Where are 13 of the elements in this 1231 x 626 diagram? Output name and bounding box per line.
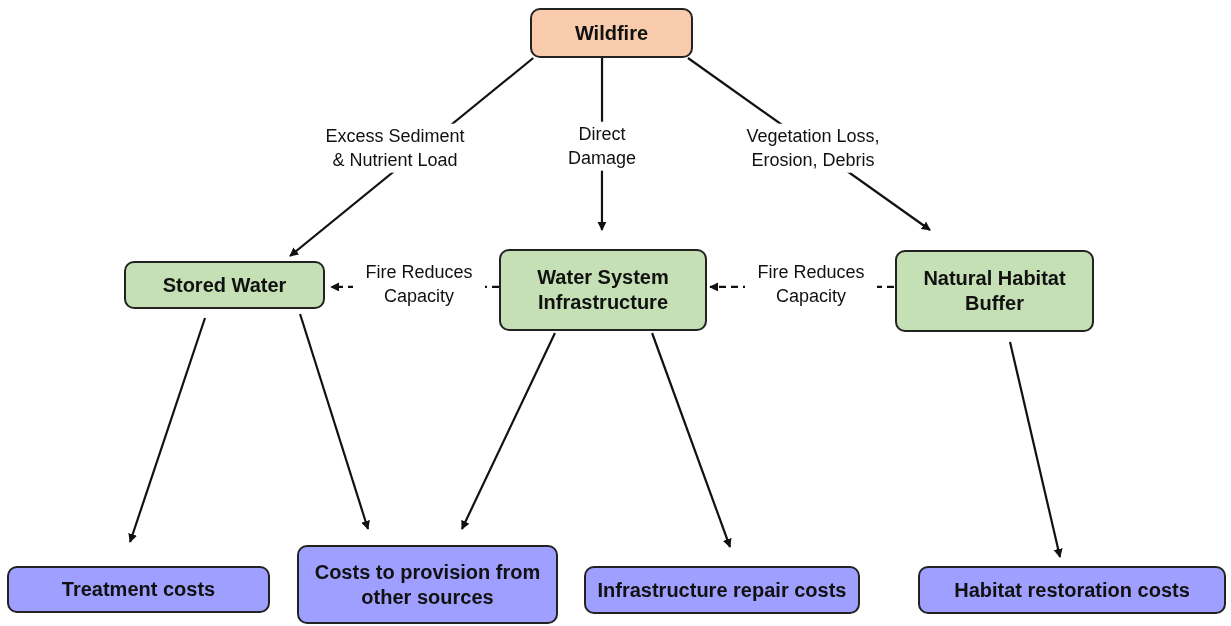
cost-box: Treatment costs [7,566,270,613]
cost-box: Infrastructure repair costs [584,566,860,614]
arrow [651,332,732,548]
arrow [1008,341,1063,558]
arrow [128,317,207,543]
asset-box: Water System Infrastructure [499,249,707,331]
cost-box: Habitat restoration costs [918,566,1226,614]
arrow [460,332,556,530]
asset-box: Natural Habitat Buffer [895,250,1094,332]
arrow [299,313,370,530]
asset-box: Stored Water [124,261,325,309]
cost-box: Costs to provision from other sources [297,545,558,624]
cause-box: Wildfire [530,8,693,58]
